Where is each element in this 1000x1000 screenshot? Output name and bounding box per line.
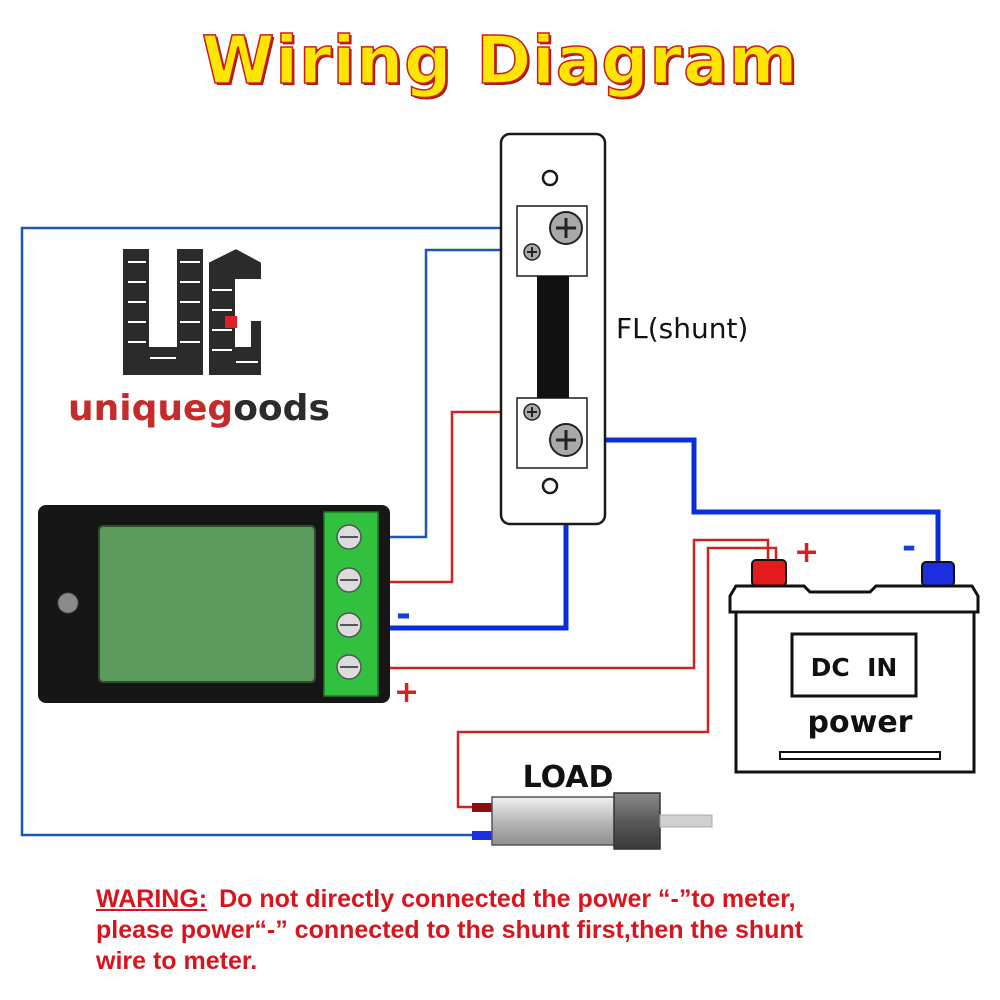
brand-name-part1: unique [68, 388, 207, 429]
meter-terminal-2-screw [336, 567, 362, 593]
warning-heading: WARING: [96, 885, 208, 913]
brand-logo: uniquegoods [68, 246, 330, 429]
shunt-mount-hole-top [541, 169, 559, 187]
meter: - + [38, 505, 419, 710]
battery-minus-label: - [902, 527, 916, 567]
load-positive-lead [472, 803, 494, 812]
wire-battery-plus-to-load-plus [456, 546, 778, 809]
shunt-screw-bottom-small [523, 403, 541, 421]
warning-note: WARING: Do not directly connected the pow… [96, 884, 976, 977]
ug-logo-mark [121, 246, 263, 377]
load-label: LOAD [523, 760, 614, 795]
brand-name-part2: g [207, 388, 233, 429]
shunt-label: FL(shunt) [616, 312, 748, 345]
shunt-mount-hole-bottom [541, 477, 559, 495]
meter-plus-label: + [394, 675, 419, 710]
shunt-resistor-element [537, 276, 569, 398]
battery-display-box [790, 632, 918, 698]
load-output-pin [659, 814, 713, 828]
load-body [491, 796, 619, 846]
battery-lid [728, 584, 980, 614]
shunt-screw-top-small [523, 243, 541, 261]
wire-battery-plus-to-meter-plus [378, 538, 770, 670]
battery-base-slot [779, 751, 941, 760]
battery: DC IN power + - [728, 527, 980, 774]
meter-mount-hole [57, 592, 79, 614]
battery-negative-terminal [921, 561, 955, 587]
warning-text-1: Do not directly connected the power “-”t… [219, 885, 796, 913]
wire-shunt-to-battery-minus [566, 437, 941, 568]
load-negative-lead [472, 831, 494, 840]
brand-name: uniquegoods [68, 388, 330, 429]
page-title: Wiring Diagram [201, 21, 799, 100]
warning-line-3: wire to meter. [96, 947, 258, 975]
wire-shunt-sense-to-meter-2 [378, 410, 532, 584]
warning-line-1: WARING: Do not directly connected the pow… [96, 884, 976, 915]
wire-shunt-sense-to-meter-1 [378, 248, 532, 539]
shunt-screw-top-large [549, 211, 583, 245]
battery-power-label: power [808, 705, 913, 740]
wire-shunt-to-load-negative [20, 226, 560, 837]
shunt-screw-bottom-large [549, 423, 583, 457]
load: LOAD [472, 760, 713, 850]
battery-display-label: DC IN [811, 653, 898, 682]
battery-plus-label: + [794, 535, 819, 570]
brand-name-part3: oods [233, 388, 330, 429]
load-cap [613, 792, 661, 850]
warning-line-2: please power“-” connected to the shunt f… [96, 916, 803, 944]
meter-minus-label: - [396, 594, 411, 635]
battery-positive-terminal [751, 559, 787, 587]
meter-terminal-1-screw [336, 524, 362, 550]
meter-terminal-4-screw [336, 654, 362, 680]
meter-terminal-3-screw [336, 612, 362, 638]
shunt: FL(shunt) [499, 132, 748, 526]
logo-red-square [225, 316, 237, 328]
meter-lcd-screen [98, 525, 316, 683]
